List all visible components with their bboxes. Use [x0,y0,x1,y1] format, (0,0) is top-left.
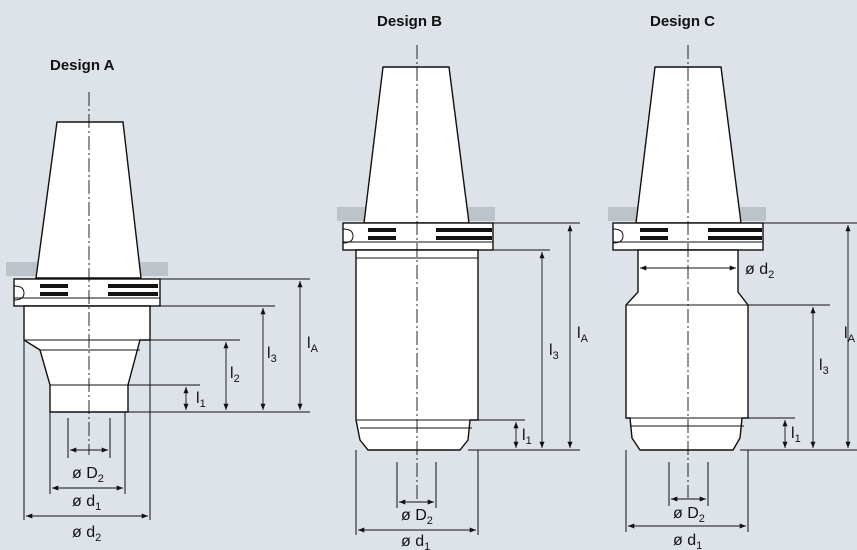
design-a-label-la: lA [307,335,319,355]
design-a-label-d1: ø d1 [72,493,101,513]
design-c-label-l1: l1 [791,425,801,445]
design-b-label-la: lA [577,325,589,345]
design-c-body [625,249,749,451]
design-b-flange [342,222,494,251]
design-a-body [23,305,151,413]
design-a-label-l1: l1 [196,390,206,410]
design-c-taper [635,66,742,224]
design-a-label-d2: ø d2 [72,524,101,544]
design-a-title: Design A [50,57,115,74]
design-b-label-l3: l3 [549,342,559,362]
design-b: Design B lA l3 l1 ø D2 [337,13,589,550]
design-c-label-la: lA [844,325,856,345]
design-a-taper [35,121,142,279]
design-b-taper [363,66,470,224]
design-c-label-l3: l3 [819,357,829,377]
design-b-title: Design B [377,13,442,30]
design-a: Design A lA l3 l2 [6,57,319,544]
design-c: Design C ø d2 lA l3 l1 [608,13,857,550]
design-b-label-d1: ø d1 [401,533,430,550]
design-b-label-D2: ø D2 [401,507,433,527]
design-c-flange [612,222,764,251]
design-a-label-l3: l3 [267,345,277,365]
design-b-label-l1: l1 [522,427,532,447]
design-c-label-d1: ø d1 [673,532,702,550]
design-c-title: Design C [650,13,715,30]
design-a-label-D2: ø D2 [72,465,104,485]
design-c-label-d2: ø d2 [745,261,774,281]
design-a-flange [13,278,161,307]
design-a-label-l2: l2 [230,365,240,385]
design-c-label-D2: ø D2 [673,505,705,525]
